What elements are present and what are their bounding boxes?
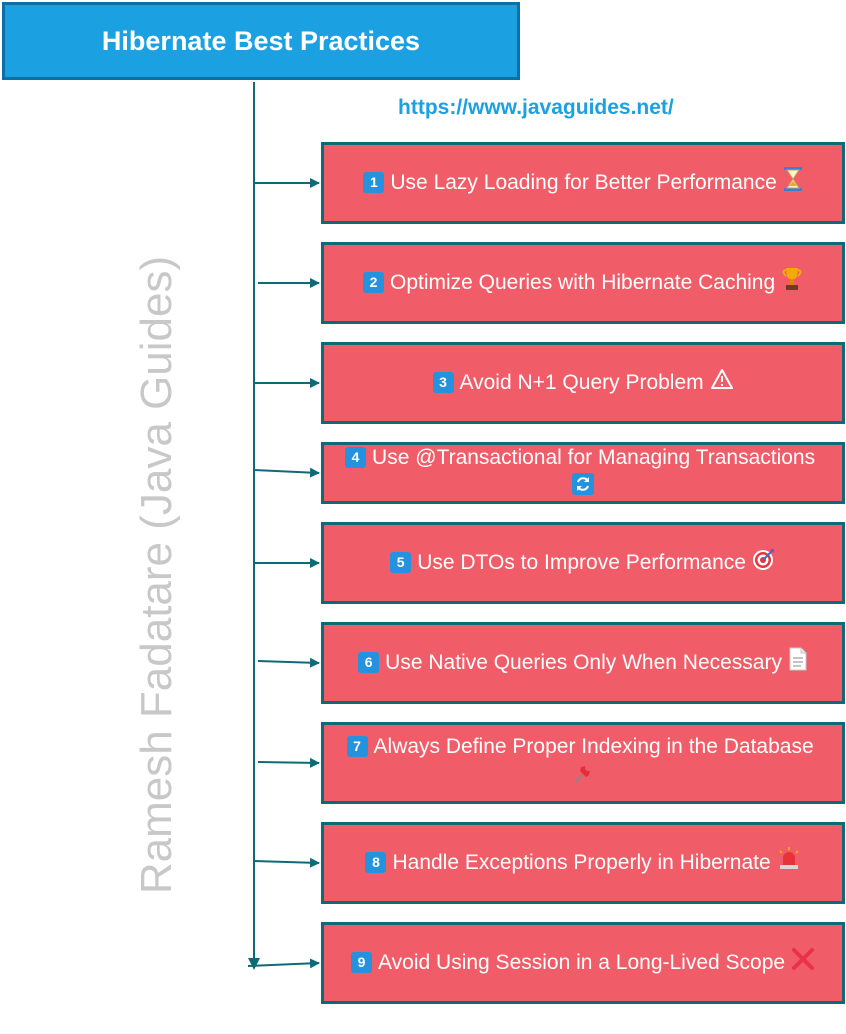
cross-mark-icon — [791, 947, 815, 980]
practice-text: Optimize Queries with Hibernate Caching — [389, 270, 776, 294]
branch-arrow-9 — [247, 958, 320, 969]
diagram-title: Hibernate Best Practices — [2, 2, 520, 80]
branch-arrow-8 — [253, 857, 320, 868]
number-badge: 6 — [358, 651, 380, 673]
practice-text: Use @Transactional for Managing Transact… — [372, 445, 816, 469]
number-badge: 2 — [362, 271, 384, 293]
target-icon — [752, 547, 776, 580]
practice-text: Always Define Proper Indexing in the Dat… — [373, 734, 814, 758]
number-badge: 3 — [432, 371, 454, 393]
practice-text: Avoid N+1 Query Problem — [459, 370, 704, 394]
trophy-icon — [781, 266, 803, 301]
number-badge: 4 — [345, 446, 367, 468]
branch-arrow-4 — [253, 467, 320, 478]
trunk-arrowhead — [248, 958, 260, 970]
source-url: https://www.javaguides.net/ — [398, 96, 674, 119]
number-badge: 5 — [390, 551, 412, 573]
practice-text: Use DTOs to Improve Performance — [417, 550, 746, 574]
pushpin-icon — [571, 762, 595, 795]
document-icon — [788, 647, 808, 680]
practice-text: Use Lazy Loading for Better Performance — [390, 170, 777, 194]
number-badge: 7 — [346, 735, 368, 757]
warning-icon — [710, 368, 734, 399]
practice-text: Use Native Queries Only When Necessary — [385, 650, 782, 674]
refresh-icon — [572, 472, 594, 504]
branch-arrow-6 — [257, 657, 320, 668]
siren-icon — [777, 846, 801, 880]
practice-text: Avoid Using Session in a Long-Lived Scop… — [378, 950, 786, 974]
hourglass-icon — [783, 166, 803, 201]
number-badge: 9 — [351, 951, 373, 973]
number-badge: 1 — [363, 171, 385, 193]
practice-text: Handle Exceptions Properly in Hibernate — [392, 850, 771, 874]
branch-arrow-7 — [257, 757, 320, 768]
number-badge: 8 — [365, 851, 387, 873]
